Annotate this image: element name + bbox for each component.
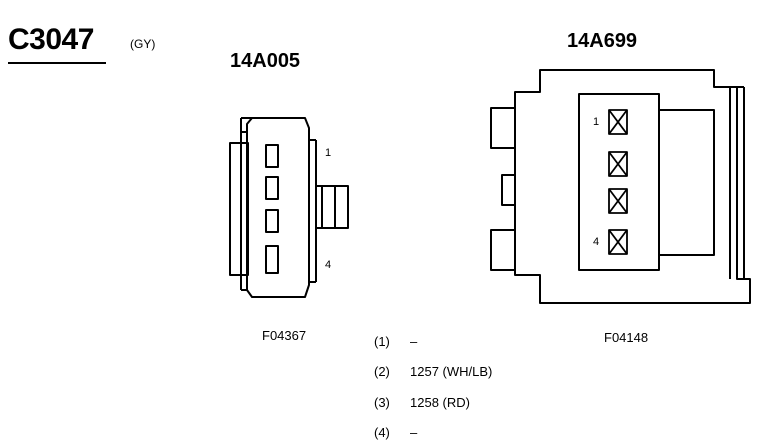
- right-pin-label-last: 4: [593, 236, 600, 248]
- connector-id-underline: [8, 62, 106, 64]
- circuit-value: 1258 (RD): [410, 395, 470, 410]
- circuit-pin: (4): [374, 425, 390, 440]
- right-pin-label-first: 1: [593, 116, 600, 128]
- circuit-row: (3) 1258 (RD): [374, 395, 470, 410]
- circuit-row: (4) –: [374, 425, 417, 440]
- left-pin-label-first: 1: [325, 147, 332, 159]
- left-figure-id: F04367: [262, 328, 307, 343]
- circuit-value: 1257 (WH/LB): [410, 364, 493, 379]
- right-connector-drawing: [490, 69, 751, 304]
- circuit-value: –: [410, 425, 418, 440]
- circuit-value: –: [410, 334, 418, 349]
- right-figure-id: F04148: [604, 330, 649, 345]
- right-connector-cavities: [608, 109, 628, 255]
- circuit-pin: (2): [374, 364, 390, 379]
- connector-id: C3047: [8, 23, 94, 56]
- circuit-row: (2) 1257 (WH/LB): [374, 364, 492, 379]
- connector-color: (GY): [130, 37, 156, 51]
- left-connector-drawing: [229, 117, 349, 298]
- circuit-pin: (3): [374, 395, 390, 410]
- circuit-pin: (1): [374, 334, 390, 349]
- left-pin-label-last: 4: [325, 259, 332, 271]
- circuit-row: (1) –: [374, 334, 417, 349]
- left-connector-part-number: 14A005: [230, 50, 301, 72]
- right-connector-part-number: 14A699: [567, 30, 638, 52]
